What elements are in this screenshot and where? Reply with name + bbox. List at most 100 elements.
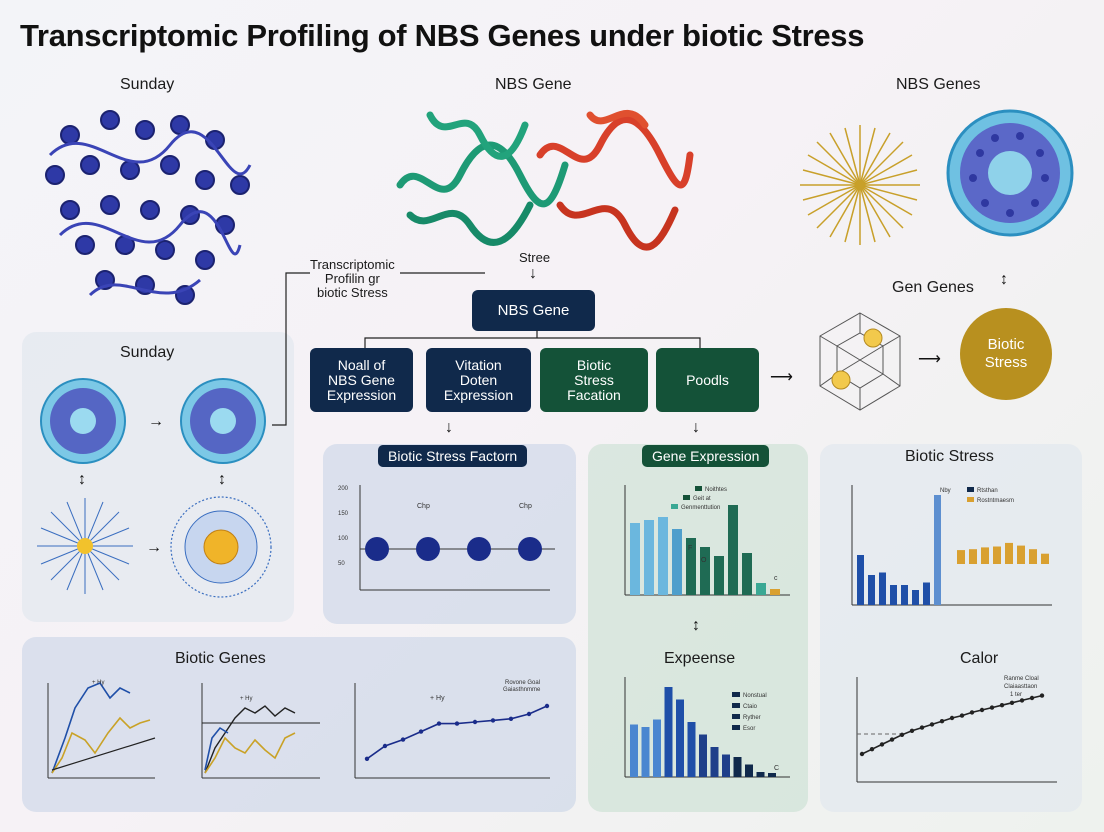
biotic-blue-bar-5 — [912, 590, 919, 605]
arrow-updown-icon: ↕ — [78, 471, 86, 488]
arrow-right-icon-4: ⟶ — [918, 351, 941, 368]
bg3-point-7 — [490, 718, 496, 723]
callout-label: Transcriptomic Profilin gr biotic Stress — [310, 258, 395, 300]
gene-legend-swatch-2 — [671, 504, 678, 509]
hairy-cell-icon — [37, 498, 133, 594]
bg3-point-2 — [400, 737, 406, 742]
factors-annotation-2: Chp — [519, 503, 532, 510]
panel-biotic-stress-title: Biotic Stress — [905, 448, 994, 465]
biotic-orange-bar-3 — [993, 546, 1001, 564]
factors-point-0 — [365, 537, 389, 561]
expense-annotation: C — [774, 765, 779, 772]
expense-title: Expeense — [664, 650, 736, 667]
node-1-line3: Expression — [443, 386, 514, 403]
bg1-line-blue — [51, 682, 131, 774]
expense-legend-label-1: Ctaio — [743, 704, 758, 710]
panel-biotic-genes-title: Biotic Genes — [175, 650, 266, 667]
bg3-line — [366, 705, 548, 760]
cell-icon — [946, 109, 1074, 237]
factors-tick-1: 150 — [338, 511, 349, 517]
node-3-line1: Poodls — [686, 371, 729, 388]
callout-line-3: biotic Stress — [316, 285, 388, 300]
gene-bar-10 — [770, 589, 780, 595]
calor-point-8 — [939, 719, 945, 724]
label-nbs-gene-top: NBS Gene — [495, 76, 572, 93]
tree-connectors — [364, 330, 701, 350]
calor-point-5 — [909, 728, 915, 733]
factors-tick-3: 50 — [338, 561, 345, 567]
bg3-point-6 — [472, 719, 478, 725]
biotic-blue-bar-6 — [923, 582, 930, 605]
calor-point-7 — [929, 722, 935, 727]
expense-legend-label-0: Nonstual — [743, 693, 767, 699]
calor-point-0 — [859, 751, 865, 757]
arrow-down-icon: ↓ — [529, 265, 537, 282]
calor-point-18 — [1039, 693, 1045, 698]
nbs-gene-node-label: NBS Gene — [497, 302, 570, 319]
gene-bar-0 — [630, 523, 640, 595]
gene-bar-8 — [742, 553, 752, 595]
arrow-updown-icon-2: ↕ — [218, 471, 226, 488]
arrow-right-icon-2: → — [146, 539, 162, 556]
molecule-icon — [819, 312, 901, 411]
expense-bar-2 — [653, 719, 661, 777]
calor-point-11 — [969, 710, 975, 715]
calor-point-14 — [999, 703, 1005, 708]
bg3-point-1 — [382, 743, 388, 749]
expense-bar-10 — [745, 764, 753, 777]
gene-bar-5 — [700, 547, 710, 595]
panel-factors-title: Biotic Stress Factorn — [378, 445, 528, 467]
gene-annotation-2: O — [701, 557, 707, 564]
factors-tick-2: 100 — [338, 536, 349, 542]
calor-point-13 — [989, 705, 995, 710]
node-1-line2: Doten — [459, 371, 498, 388]
bg1-line-trend — [51, 737, 156, 771]
expense-bar-0 — [630, 724, 638, 777]
callout-line-2: Profilin gr — [324, 271, 380, 286]
badge-line1: Biotic — [987, 336, 1025, 353]
gene-bar-2 — [658, 517, 668, 595]
factors-point-2 — [467, 537, 491, 561]
nbs-gene-node[interactable]: NBS Gene — [472, 290, 595, 331]
biotic-annotation: Nby — [940, 488, 951, 494]
node-poodls[interactable]: Poodls — [656, 348, 759, 412]
bg3-point-5 — [454, 721, 460, 726]
biotic-orange-bar-2 — [981, 547, 989, 564]
expense-legend-swatch-2 — [732, 714, 740, 719]
biotic-legend-label-0: Rtsthan — [977, 488, 998, 494]
gene-legend-label-2: Genmenttution — [681, 505, 720, 511]
biotic-legend-swatch-0 — [967, 487, 974, 492]
biotic-blue-bar-0 — [857, 555, 864, 605]
expense-bar-11 — [756, 772, 765, 777]
bg2-line-black — [204, 705, 296, 774]
calor-point-16 — [1019, 698, 1025, 703]
cell-small-icon — [40, 378, 126, 464]
expense-bar-3 — [664, 687, 673, 777]
calor-title: Calor — [960, 650, 999, 667]
arrow-updown-icon-3: ↕ — [1000, 271, 1008, 288]
calor-point-6 — [919, 725, 925, 730]
cells-panel — [22, 332, 294, 622]
gen-genes-label: Gen Genes — [892, 279, 974, 296]
biotic-blue-bar-2 — [879, 572, 886, 605]
bg1-line-gold — [51, 716, 151, 774]
expense-bar-9 — [733, 757, 742, 777]
arrow-updown-icon-4: ↕ — [692, 617, 700, 634]
expense-bar-12 — [768, 773, 776, 777]
expense-legend-label-2: Ryther — [743, 715, 761, 721]
expense-legend-swatch-0 — [732, 692, 740, 697]
chart-biotic-genes-2: + Hy — [201, 683, 320, 779]
radial-cell-icon — [800, 125, 920, 245]
bg3-annotation-1: + Hy — [430, 695, 445, 702]
node-2-line3: Facation — [567, 386, 621, 403]
protein-structure-green-red-icon — [396, 109, 694, 251]
panel-biotic-stress-factors — [323, 444, 576, 624]
bg3-point-3 — [418, 729, 424, 734]
biotic-blue-bar-7 — [934, 495, 941, 605]
bg3-point-9 — [526, 711, 532, 717]
gene-bar-7 — [728, 505, 738, 595]
expense-bar-5 — [687, 722, 696, 777]
